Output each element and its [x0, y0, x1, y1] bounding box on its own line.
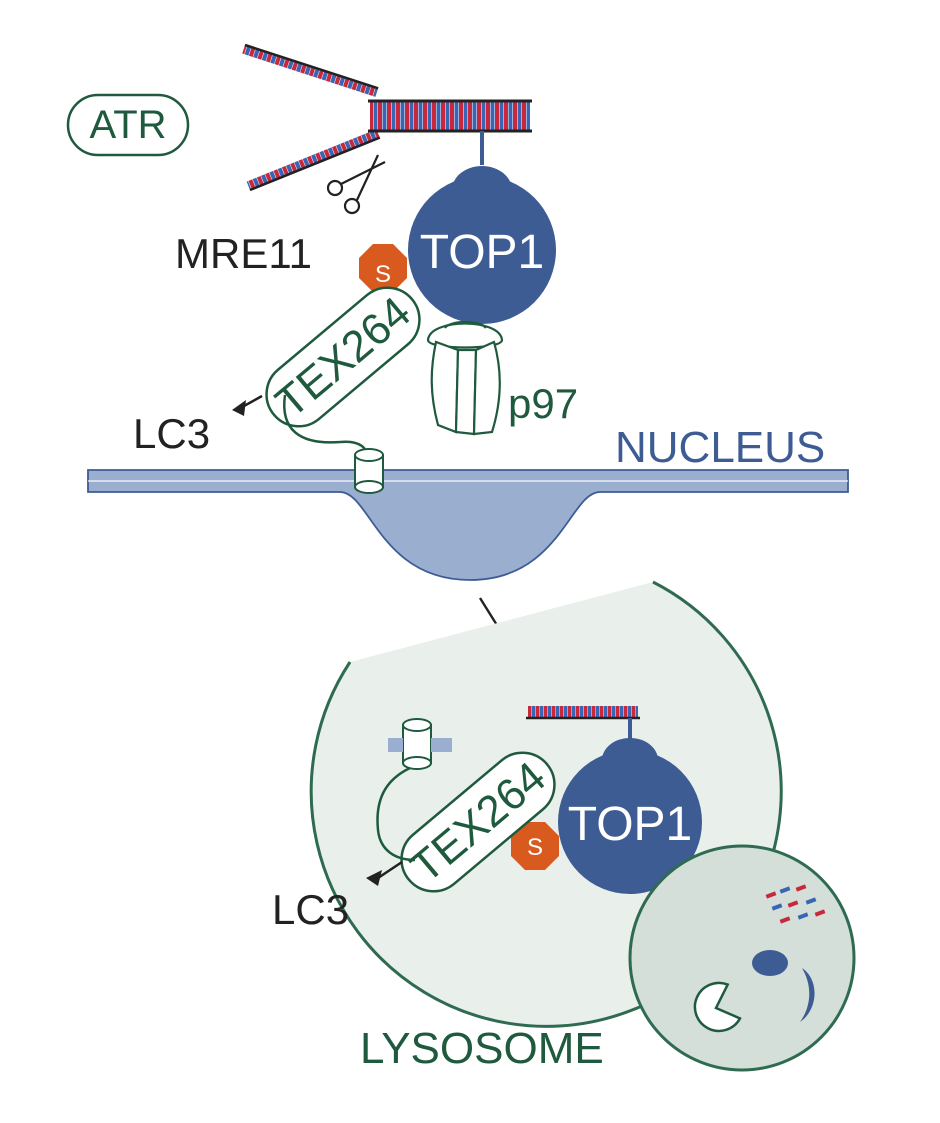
- tex264-tether-lower: [376, 766, 416, 862]
- nucleus-label: NUCLEUS: [615, 423, 825, 472]
- lc3-lower: LC3: [272, 860, 403, 933]
- atr-label: ATR: [89, 103, 166, 147]
- top1-upper: TOP1: [408, 131, 556, 324]
- top1-upper-label: TOP1: [420, 226, 545, 279]
- sumo-upper: S: [359, 244, 407, 292]
- nuclear-envelope: [87, 469, 849, 581]
- lc3-lower-label: LC3: [272, 886, 349, 933]
- degraded-protein-crescent: [800, 968, 815, 1022]
- tex264-upper-label: TEX264: [267, 288, 420, 428]
- membrane-channel-lower: [388, 718, 452, 770]
- top1-lower-label: TOP1: [568, 798, 693, 851]
- p97-label: p97: [508, 380, 578, 427]
- lc3-upper-label: LC3: [133, 410, 210, 457]
- atr-badge: ATR: [66, 93, 190, 157]
- top1-lower: TOP1: [558, 738, 702, 894]
- replication-fork: [242, 43, 532, 192]
- sumo-upper-label: S: [375, 261, 391, 288]
- degraded-protein-blob: [752, 950, 788, 976]
- degraded-dna-fragments: [765, 884, 826, 924]
- sumo-lower-label: S: [527, 834, 543, 861]
- sumo-lower: S: [511, 822, 559, 870]
- lysosomal-enzyme-icon: [693, 981, 742, 1033]
- lysosome-label: LYSOSOME: [360, 1024, 604, 1073]
- lc3-upper: LC3: [133, 394, 263, 457]
- tex264-upper: TEX264: [265, 286, 421, 428]
- lysosome: [628, 844, 856, 1072]
- dna-fragment-lower: [526, 706, 640, 750]
- scissors-icon: [326, 154, 386, 215]
- membrane-channel-upper: [354, 448, 384, 494]
- p97-complex: [426, 320, 504, 436]
- mre11-label: MRE11: [175, 230, 312, 277]
